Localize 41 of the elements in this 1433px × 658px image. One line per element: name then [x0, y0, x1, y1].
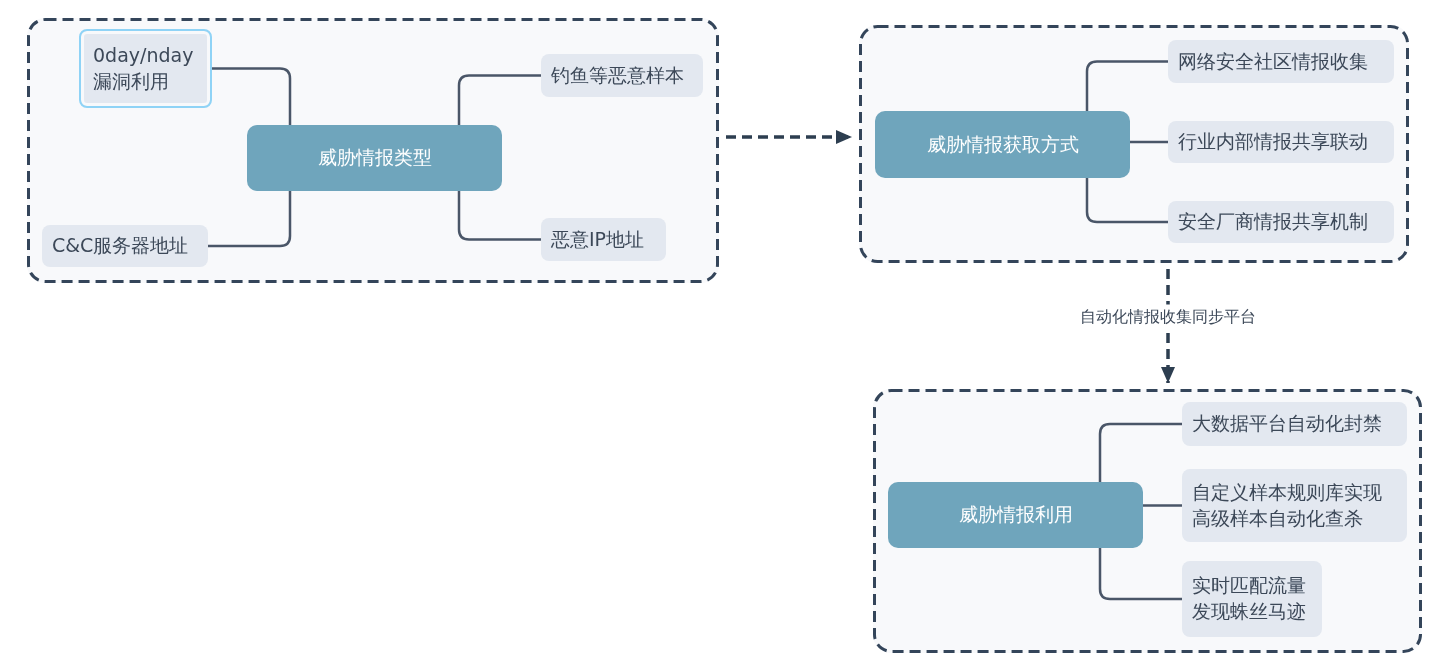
connector-line [1085, 60, 1168, 111]
connector-line [1098, 422, 1182, 482]
subtopic-label: 自定义样本规则库实现高级样本自动化查杀 [1192, 479, 1383, 531]
subtopic-label: 0day/nday 漏洞利用 [93, 42, 195, 94]
dashed-group-frame [27, 18, 719, 283]
topic-label: 威胁情报获取方式 [926, 131, 1079, 157]
subtopic-node [1168, 201, 1394, 243]
subtopic-label: 实时匹配流量发现蛛丝马迹 [1192, 573, 1307, 624]
dashed-group-frame [873, 389, 1422, 653]
subtopic-node [79, 29, 212, 108]
connector-line [457, 191, 541, 241]
subtopic-node [1182, 561, 1322, 637]
dashed-group-frame [859, 25, 1409, 263]
dashed-arrow [1161, 269, 1175, 383]
dashed-arrow [726, 130, 852, 144]
connector-line [1130, 140, 1168, 144]
connector-line [208, 191, 292, 248]
subtopic-node [541, 54, 703, 97]
subtopic-label: 恶意IP地址 [551, 226, 645, 252]
subtopic-label: 大数据平台自动化封禁 [1192, 411, 1382, 437]
topic-node [875, 111, 1130, 178]
subtopic-label: C&C服务器地址 [52, 233, 189, 259]
subtopic-label: 钓鱼等恶意样本 [551, 62, 684, 88]
subtopic-label: 网络安全社区情报收集 [1178, 48, 1368, 74]
subtopic-label: 安全厂商情报共享机制 [1178, 209, 1368, 235]
subtopic-node [1182, 402, 1407, 446]
connector-line [457, 74, 541, 125]
connector-line [1098, 548, 1182, 601]
subtopic-node [42, 225, 208, 267]
subtopic-node [1168, 40, 1394, 83]
subtopic-node [1182, 469, 1407, 542]
subtopic-node [1168, 121, 1394, 163]
topic-node [247, 125, 502, 191]
connector-line [212, 67, 292, 125]
connector-line [1085, 178, 1168, 224]
topic-label: 威胁情报利用 [958, 502, 1073, 527]
topic-label: 威胁情报类型 [317, 145, 432, 170]
connector-line [1143, 504, 1182, 507]
topic-node [888, 482, 1143, 548]
subtopic-label: 行业内部情报共享联动 [1178, 129, 1368, 155]
subtopic-node [541, 218, 666, 261]
